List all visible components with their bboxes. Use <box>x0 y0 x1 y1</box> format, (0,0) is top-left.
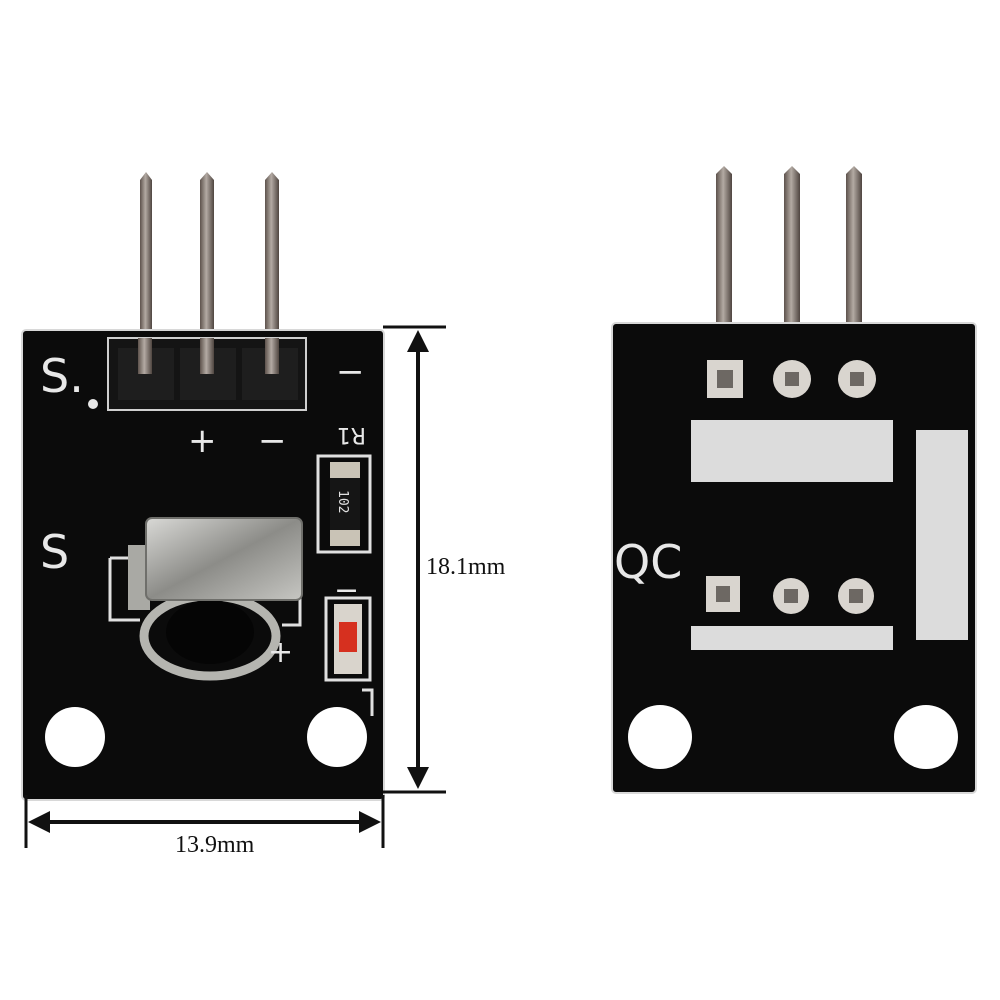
plus-label: + <box>188 421 217 461</box>
silk-block-top <box>691 420 893 482</box>
pin-gnd <box>265 172 279 372</box>
back-mount-hole-right <box>894 705 958 769</box>
sensor-lens <box>166 600 254 664</box>
silk-block-right <box>916 430 968 640</box>
width-label: 13.9mm <box>175 832 255 858</box>
front-board: S. + − − S R1 102 + − <box>21 172 385 801</box>
silk-block-bottom <box>691 626 893 650</box>
back-mount-hole-left <box>628 705 692 769</box>
sensor-metal-shield <box>145 517 303 601</box>
resistor-r1: 102 <box>316 454 372 554</box>
resistor-value-label: 102 <box>335 490 350 513</box>
ir-receiver-sensor: + <box>108 517 303 681</box>
height-label: 18.1mm <box>426 554 506 580</box>
signal-label-top: S. <box>40 349 84 403</box>
front-header-pins <box>140 172 279 372</box>
front-mount-hole-right <box>307 707 367 767</box>
back-board: QC <box>611 166 977 794</box>
status-led: − <box>324 573 372 682</box>
pin1-dot <box>88 399 98 409</box>
minus-label: − <box>258 421 287 461</box>
led-minus-label: − <box>334 573 359 608</box>
qc-label: QC <box>614 535 682 589</box>
width-dimension: 13.9mm <box>24 795 385 858</box>
front-mount-hole-left <box>45 707 105 767</box>
back-header-pins <box>716 166 862 324</box>
height-dimension: 18.1mm <box>383 325 506 794</box>
minus-label-right: − <box>336 352 365 392</box>
resistor-ref-label: R1 <box>337 422 366 447</box>
sensor-plus-label: + <box>268 635 293 670</box>
pin-vcc <box>200 172 214 372</box>
pin-header-housing <box>107 337 307 411</box>
signal-label-mid: S <box>40 525 69 579</box>
pin-signal <box>140 172 152 372</box>
